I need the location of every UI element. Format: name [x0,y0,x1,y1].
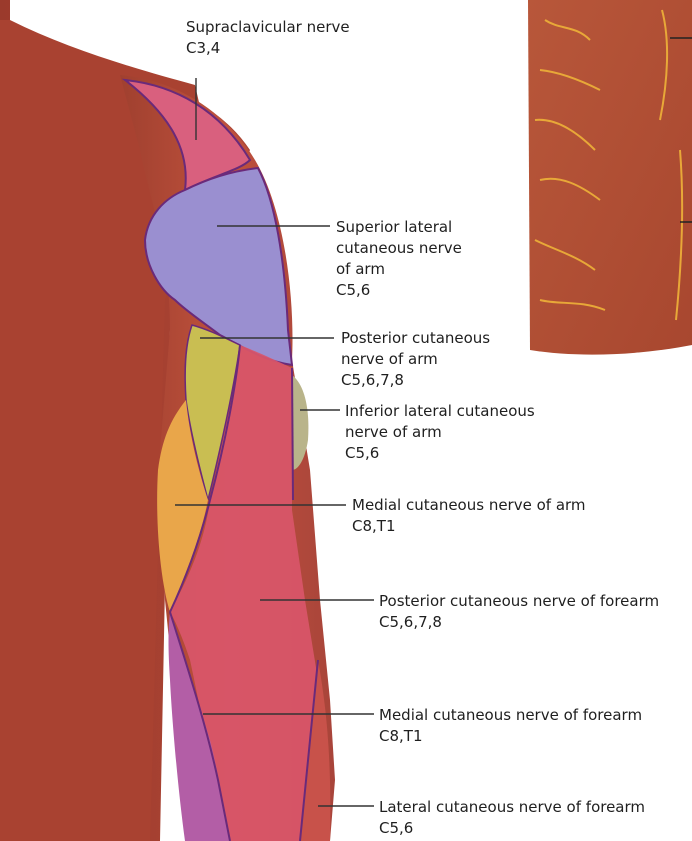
label-posterior-cutaneous-forearm: Posterior cutaneous nerve of forearm C5,… [379,591,659,633]
label-line: Medial cutaneous nerve of arm [352,495,586,516]
label-line: Inferior lateral cutaneous [345,401,535,422]
label-line: C8,T1 [352,516,586,537]
label-inferior-lateral-cutaneous: Inferior lateral cutaneous nerve of arm … [345,401,535,464]
label-line: nerve of arm [345,422,535,443]
label-supraclavicular-nerve: Supraclavicular nerve C3,4 [186,17,350,59]
label-medial-cutaneous-forearm: Medial cutaneous nerve of forearm C8,T1 [379,705,642,747]
label-line: C5,6 [336,280,462,301]
label-superior-lateral-cutaneous: Superior lateral cutaneous nerve of arm … [336,217,462,301]
label-line: Posterior cutaneous [341,328,490,349]
label-line: nerve of arm [341,349,490,370]
label-line: of arm [336,259,462,280]
label-line: C3,4 [186,38,350,59]
label-line: C5,6,7,8 [341,370,490,391]
label-line: Supraclavicular nerve [186,17,350,38]
label-line: Lateral cutaneous nerve of forearm [379,797,645,818]
label-line: C5,6 [379,818,645,839]
label-line: C5,6 [345,443,535,464]
label-medial-cutaneous-arm: Medial cutaneous nerve of arm C8,T1 [352,495,586,537]
label-line: cutaneous nerve [336,238,462,259]
label-posterior-cutaneous-arm: Posterior cutaneous nerve of arm C5,6,7,… [341,328,490,391]
label-line: C8,T1 [379,726,642,747]
label-lateral-cutaneous-forearm: Lateral cutaneous nerve of forearm C5,6 [379,797,645,839]
label-line: Posterior cutaneous nerve of forearm [379,591,659,612]
label-line: Superior lateral [336,217,462,238]
label-line: C5,6,7,8 [379,612,659,633]
label-line: Medial cutaneous nerve of forearm [379,705,642,726]
